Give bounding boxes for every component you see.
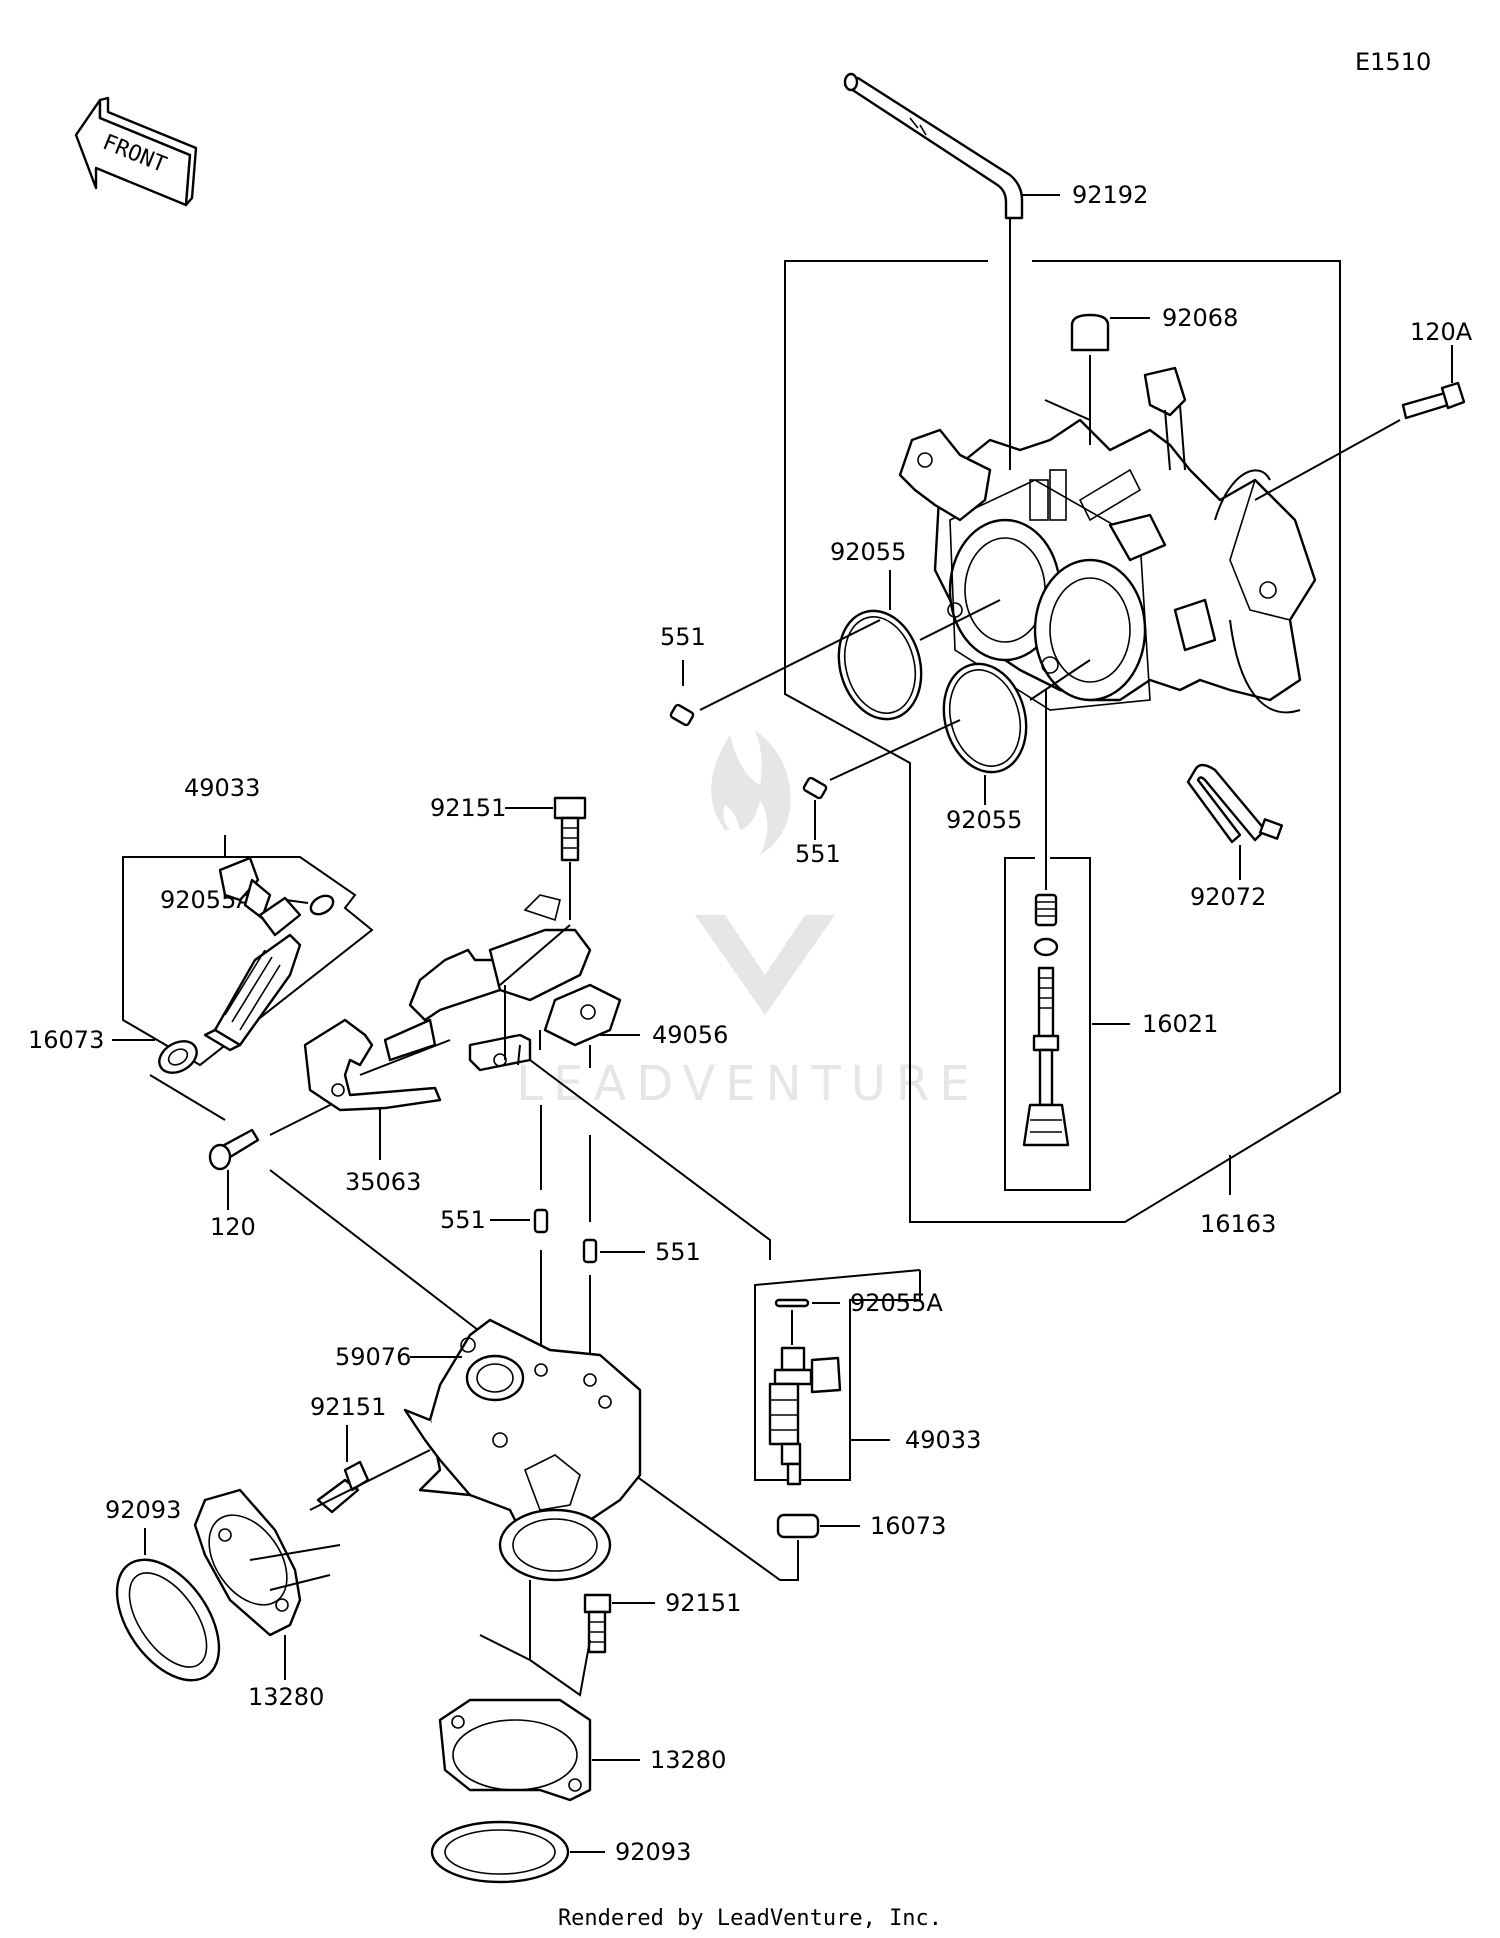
- label-92151-c: 92151: [665, 1589, 741, 1617]
- cap-part: [1070, 313, 1110, 352]
- bolt-92151-c: [583, 1593, 612, 1654]
- gasket-92093-b: [430, 1820, 570, 1884]
- intake-manifold-59076: [403, 1318, 642, 1582]
- label-120: 120: [210, 1213, 256, 1241]
- label-16073-a: 16073: [28, 1026, 104, 1054]
- label-551-b: 551: [795, 840, 841, 868]
- fuel-injector-a: [203, 856, 302, 1052]
- seal-16073-b: [776, 1513, 820, 1539]
- adjust-screw-group: [1004, 690, 1091, 1191]
- o-ring-92055A-a: [309, 894, 335, 916]
- dowel-pin-551-a: [669, 703, 695, 727]
- label-92055-b: 92055: [946, 806, 1022, 834]
- footer-credit: Rendered by LeadVenture, Inc.: [558, 1906, 942, 1931]
- label-551-c: 551: [440, 1206, 486, 1234]
- breather-hose: [843, 72, 1024, 220]
- watermark: LEADVENTURE: [516, 730, 979, 1112]
- label-92068: 92068: [1162, 304, 1238, 332]
- cable-tie: [1186, 763, 1284, 844]
- label-13280-a: 13280: [248, 1683, 324, 1711]
- fuel-injector-b: [768, 1346, 842, 1486]
- dowel-pin-551-b: [802, 776, 828, 800]
- flange-13280-a: [193, 1488, 302, 1637]
- dowel-pin-551-d: [582, 1238, 598, 1264]
- sensor-connector: [1143, 366, 1187, 471]
- label-551-a: 551: [660, 623, 706, 651]
- label-551-d: 551: [655, 1238, 701, 1266]
- label-92055-a: 92055: [830, 538, 906, 566]
- label-92055A-b: 92055A: [850, 1289, 943, 1317]
- label-16021: 16021: [1142, 1010, 1218, 1038]
- label-120A: 120A: [1410, 318, 1473, 346]
- label-16073-b: 16073: [870, 1512, 946, 1540]
- watermark-text: LEADVENTURE: [516, 1056, 979, 1112]
- label-35063: 35063: [345, 1168, 421, 1196]
- label-92151-b: 92151: [310, 1393, 386, 1421]
- dowel-pin-551-c: [533, 1208, 549, 1234]
- throttle-bore-2: [1033, 558, 1147, 702]
- label-13280-b: 13280: [650, 1746, 726, 1774]
- front-arrow-icon: FRONT: [74, 96, 198, 207]
- o-ring-92055-b: [942, 662, 1028, 774]
- bracket-35063: [303, 1018, 442, 1112]
- label-49033-a: 49033: [184, 774, 260, 802]
- throttle-body-assembly: [784, 260, 1341, 1223]
- label-92072: 92072: [1190, 883, 1266, 911]
- label-92093-b: 92093: [615, 1838, 691, 1866]
- label-59076: 59076: [335, 1343, 411, 1371]
- diagram-code: E1510: [1355, 48, 1431, 76]
- flange-13280-b: [438, 1580, 592, 1802]
- seal-16073-a: [158, 1040, 198, 1074]
- label-92192: 92192: [1072, 181, 1148, 209]
- bolt-92151-a: [553, 796, 587, 862]
- bolt-120: [208, 1128, 260, 1171]
- label-16163: 16163: [1200, 1210, 1276, 1238]
- o-ring-92055-a: [837, 609, 923, 721]
- bolt-92151-b: [316, 1460, 370, 1514]
- gasket-92093-a: [115, 1558, 221, 1682]
- label-92151-a: 92151: [430, 794, 506, 822]
- label-49056: 49056: [652, 1021, 728, 1049]
- label-92093-a: 92093: [105, 1496, 181, 1524]
- label-49033-b: 49033: [905, 1426, 981, 1454]
- o-ring-92055A-b: [774, 1298, 810, 1308]
- bolt-120A: [1401, 381, 1466, 420]
